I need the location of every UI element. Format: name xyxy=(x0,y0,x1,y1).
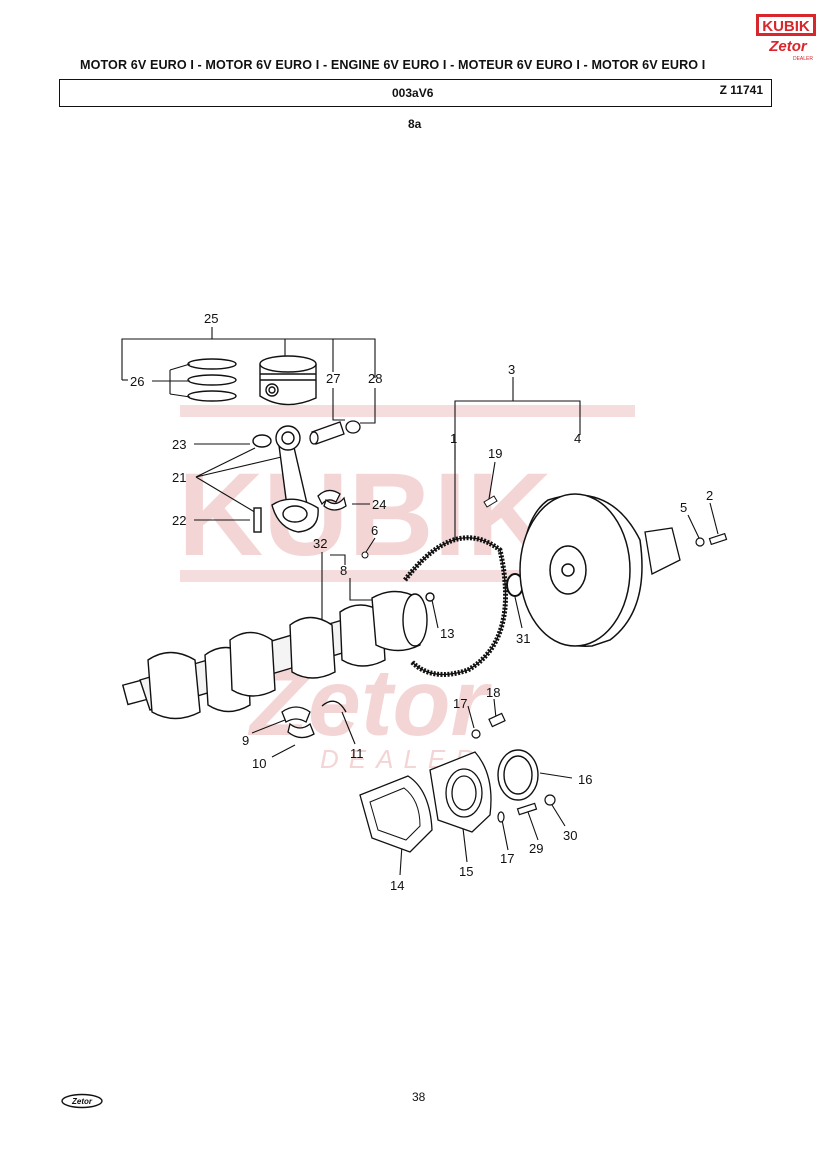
callout-17a: 17 xyxy=(453,696,467,711)
piston-pin xyxy=(309,420,361,445)
callout-15: 15 xyxy=(459,864,473,879)
stud-nut xyxy=(497,794,556,823)
svg-text:DEALER: DEALER xyxy=(793,56,813,62)
callout-labels: 25 26 27 28 23 21 22 24 6 32 8 3 1 4 19 … xyxy=(130,311,713,893)
connecting-rod xyxy=(252,425,319,533)
con-rod-bearings xyxy=(317,489,347,511)
callout-24: 24 xyxy=(372,497,386,512)
callout-18: 18 xyxy=(486,685,500,700)
callout-8: 8 xyxy=(340,563,347,578)
callout-17b: 17 xyxy=(500,851,514,866)
callout-2: 2 xyxy=(706,488,713,503)
callout-14: 14 xyxy=(390,878,404,893)
gasket xyxy=(359,775,433,853)
callout-32: 32 xyxy=(313,536,327,551)
page-header-title: MOTOR 6V EURO I - MOTOR 6V EURO I - ENGI… xyxy=(80,58,706,72)
callout-29: 29 xyxy=(529,841,543,856)
callout-16: 16 xyxy=(578,772,592,787)
callout-23: 23 xyxy=(172,437,186,452)
rear-cover xyxy=(429,751,492,833)
crankshaft xyxy=(121,590,435,720)
callout-25: 25 xyxy=(204,311,218,326)
page-number: 38 xyxy=(412,1090,426,1104)
header-box: 003aV6 Z 11741 xyxy=(59,79,772,107)
flywheel xyxy=(519,493,643,647)
piston xyxy=(259,355,317,406)
svg-text:KUBIK: KUBIK xyxy=(762,18,810,35)
callout-30: 30 xyxy=(563,828,577,843)
callout-21: 21 xyxy=(172,470,186,485)
bolt-washer xyxy=(695,532,728,547)
section-label: 8a xyxy=(408,117,422,131)
main-bearings xyxy=(281,700,347,739)
callout-26: 26 xyxy=(130,374,144,389)
piston-rings xyxy=(187,358,237,402)
svg-text:Zetor: Zetor xyxy=(71,1097,93,1106)
kubik-logo: KUBIK Zetor DEALER xyxy=(756,14,816,62)
dowel-pin xyxy=(361,551,369,559)
callout-28: 28 xyxy=(368,371,382,386)
callout-19: 19 xyxy=(488,446,502,461)
rear-oil-seal xyxy=(497,749,539,801)
flywheel-hub xyxy=(644,527,681,575)
callout-27: 27 xyxy=(326,371,340,386)
svg-text:Zetor: Zetor xyxy=(768,38,808,55)
callout-11: 11 xyxy=(350,746,364,761)
diagram-code: 003aV6 xyxy=(392,86,434,100)
ring-gear xyxy=(403,535,508,677)
reference-number: Z 11741 xyxy=(719,83,763,97)
callout-3: 3 xyxy=(508,362,515,377)
callout-22: 22 xyxy=(172,513,186,528)
cover-bolts xyxy=(471,712,506,739)
callout-9: 9 xyxy=(242,733,249,748)
svg-text:KUBIK: KUBIK xyxy=(178,449,552,581)
callout-13: 13 xyxy=(440,626,454,641)
callout-6: 6 xyxy=(371,523,378,538)
callout-31: 31 xyxy=(516,631,530,646)
gear-bolt xyxy=(483,495,498,508)
callout-4: 4 xyxy=(574,431,581,446)
callout-10: 10 xyxy=(252,756,266,771)
callout-5: 5 xyxy=(680,500,687,515)
callout-1: 1 xyxy=(450,431,457,446)
zetor-footer-logo: Zetor xyxy=(61,1093,103,1109)
